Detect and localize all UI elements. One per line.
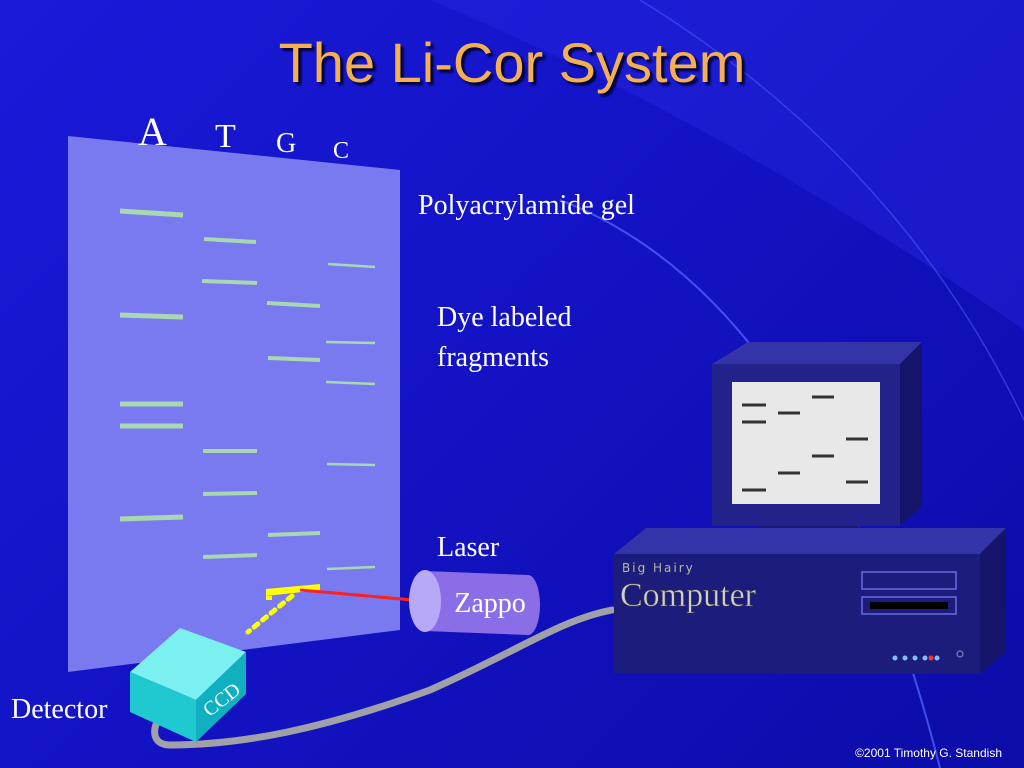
background-sweep [430, 0, 1024, 330]
band-a-5 [119, 514, 184, 522]
band-t-2 [201, 279, 258, 285]
band-g-2 [267, 356, 321, 362]
gel-bands [119, 208, 376, 571]
drive-bay-2 [861, 596, 957, 615]
lane-label-t: T [215, 118, 236, 155]
fragments-label-line1: Dye labeled [437, 302, 572, 333]
scan-bar [266, 584, 320, 596]
polyacrylamide-gel [68, 136, 400, 672]
band-t-1 [203, 237, 257, 244]
detector-label: Detector [11, 694, 108, 725]
fragments-label-line2: fragments [437, 342, 549, 373]
band-g-3 [267, 531, 321, 537]
lane-label-g: G [276, 128, 297, 159]
band-t-5 [202, 553, 258, 559]
band-c-1 [327, 262, 376, 269]
copyright-footer: ©2001 Timothy G. Standish [855, 746, 1002, 760]
emission-path [245, 593, 295, 635]
band-g-1 [266, 301, 321, 308]
lane-label-c: C [333, 138, 350, 164]
laser-label: Laser [437, 532, 500, 563]
band-c-4 [326, 462, 376, 467]
band-c-5 [326, 565, 376, 571]
computer-name: Computer [620, 577, 757, 614]
band-a-1 [119, 208, 184, 218]
band-c-3 [325, 380, 376, 386]
band-a-2 [119, 312, 184, 320]
computer-brand: Big Hairy [622, 561, 695, 575]
computer-case: Big Hairy Computer [614, 528, 1006, 674]
ccd-detector: CCD [130, 628, 246, 742]
laser-device: Zappo [409, 570, 540, 635]
drive-bay-1 [861, 571, 957, 590]
gel-label: Polyacrylamide gel [418, 190, 635, 221]
laser-text: Zappo [454, 588, 526, 619]
background-arc-2 [639, 0, 1024, 421]
lane-label-a: A [138, 109, 167, 154]
band-t-4 [202, 491, 258, 496]
monitor-screen [732, 382, 880, 504]
page-title: The Li-Cor System [278, 31, 746, 94]
status-lights [892, 650, 964, 661]
cable [151, 606, 616, 749]
computer-monitor [712, 342, 922, 546]
laser-beam [299, 588, 425, 603]
band-c-2 [325, 340, 376, 345]
